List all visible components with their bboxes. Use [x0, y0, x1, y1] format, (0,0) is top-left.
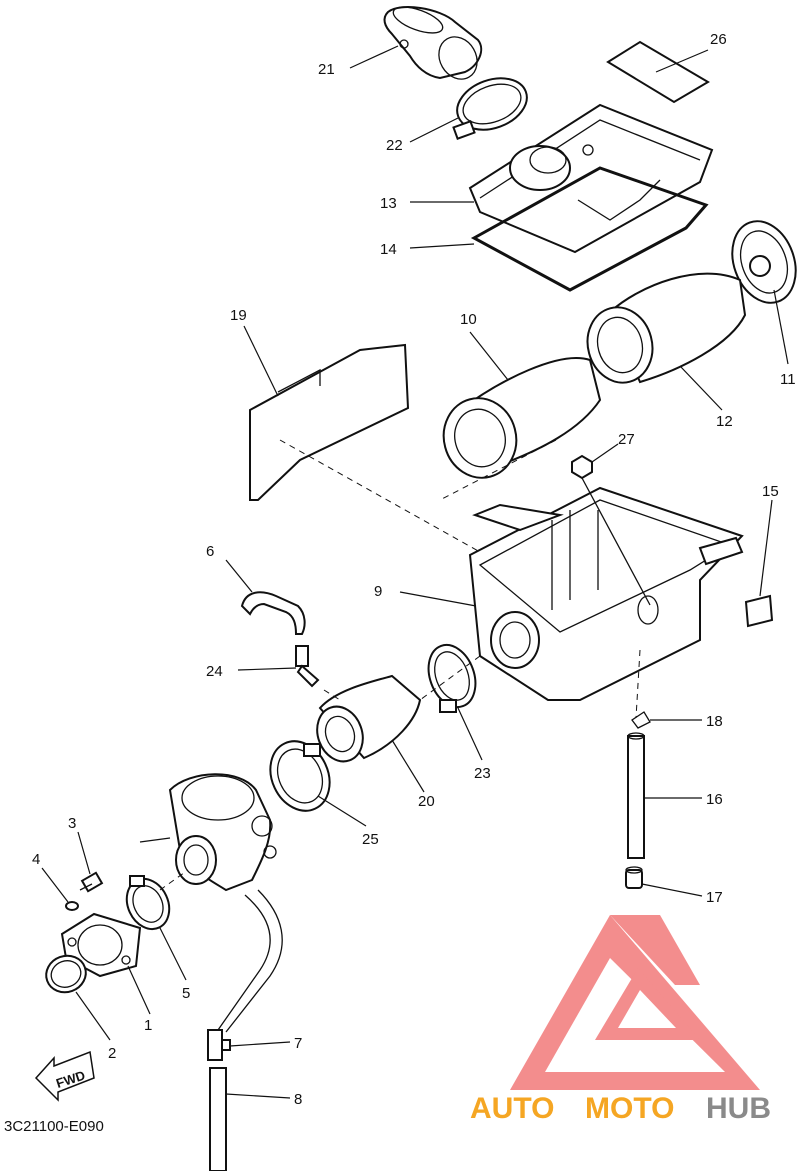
part-27-bolt	[571, 454, 651, 606]
part-16-drain-hose	[627, 732, 645, 859]
callout-20: 20	[418, 793, 435, 810]
callout-3: 3	[68, 815, 76, 832]
callout-2: 2	[108, 1045, 116, 1062]
callout-12: 12	[716, 413, 733, 430]
callout-6: 6	[206, 543, 214, 560]
callout-26: 26	[710, 31, 727, 48]
callout-27: 27	[618, 431, 635, 448]
callout-9: 9	[374, 583, 382, 600]
part-26-label	[606, 40, 710, 104]
callout-21: 21	[318, 61, 335, 78]
part-24-fitting	[295, 645, 320, 688]
watermark-brand-moto: MOTO	[585, 1092, 674, 1125]
part-4-washer	[65, 901, 79, 911]
part-7-fitting	[207, 1029, 231, 1061]
callout-24: 24	[206, 663, 223, 680]
leader-lines	[41, 45, 789, 1099]
callout-14: 14	[380, 241, 397, 258]
carburetor-body	[139, 773, 283, 1033]
callout-1: 1	[144, 1017, 152, 1034]
part-6-hose	[240, 591, 306, 635]
part-14-gasket	[470, 166, 709, 292]
callout-25: 25	[362, 831, 379, 848]
callout-17: 17	[706, 889, 723, 906]
fwd-arrow-icon	[34, 1050, 95, 1102]
part-12-element	[586, 272, 747, 384]
callout-23: 23	[474, 765, 491, 782]
callout-19: 19	[230, 307, 247, 324]
watermark-brand-auto: AUTO	[470, 1092, 554, 1125]
part-18-clip	[631, 711, 651, 729]
watermark-logo	[510, 915, 760, 1090]
part-9-air-cleaner-case	[468, 486, 744, 701]
part-19-plate	[249, 343, 410, 501]
part-25-clamp	[269, 740, 331, 812]
part-17-plug	[625, 866, 643, 889]
callout-8: 8	[294, 1091, 302, 1108]
part-21-intake-duct	[383, 6, 483, 80]
callout-4: 4	[32, 851, 40, 868]
part-5-clamp	[125, 875, 171, 931]
callout-15: 15	[762, 483, 779, 500]
callout-10: 10	[460, 311, 477, 328]
part-10-filter-guide	[442, 357, 602, 479]
callout-18: 18	[706, 713, 723, 730]
part-3-screw	[79, 871, 104, 893]
callout-13: 13	[380, 195, 397, 212]
watermark-brand-hub: HUB	[706, 1092, 771, 1125]
part-13-case-cap	[468, 103, 714, 254]
part-8-hose	[209, 1067, 227, 1171]
assembly-lines	[159, 439, 641, 891]
part-11-cover	[731, 220, 797, 304]
callout-11: 11	[780, 371, 796, 388]
callout-22: 22	[386, 137, 403, 154]
part-15-clip	[744, 594, 774, 628]
callout-7: 7	[294, 1035, 302, 1052]
catalog-code: 3C21100-E090	[4, 1118, 104, 1135]
callout-16: 16	[706, 791, 723, 808]
part-2-o-ring	[45, 954, 87, 994]
callout-5: 5	[182, 985, 190, 1002]
part-22-clamp	[452, 77, 528, 140]
part-20-joint	[316, 674, 422, 763]
